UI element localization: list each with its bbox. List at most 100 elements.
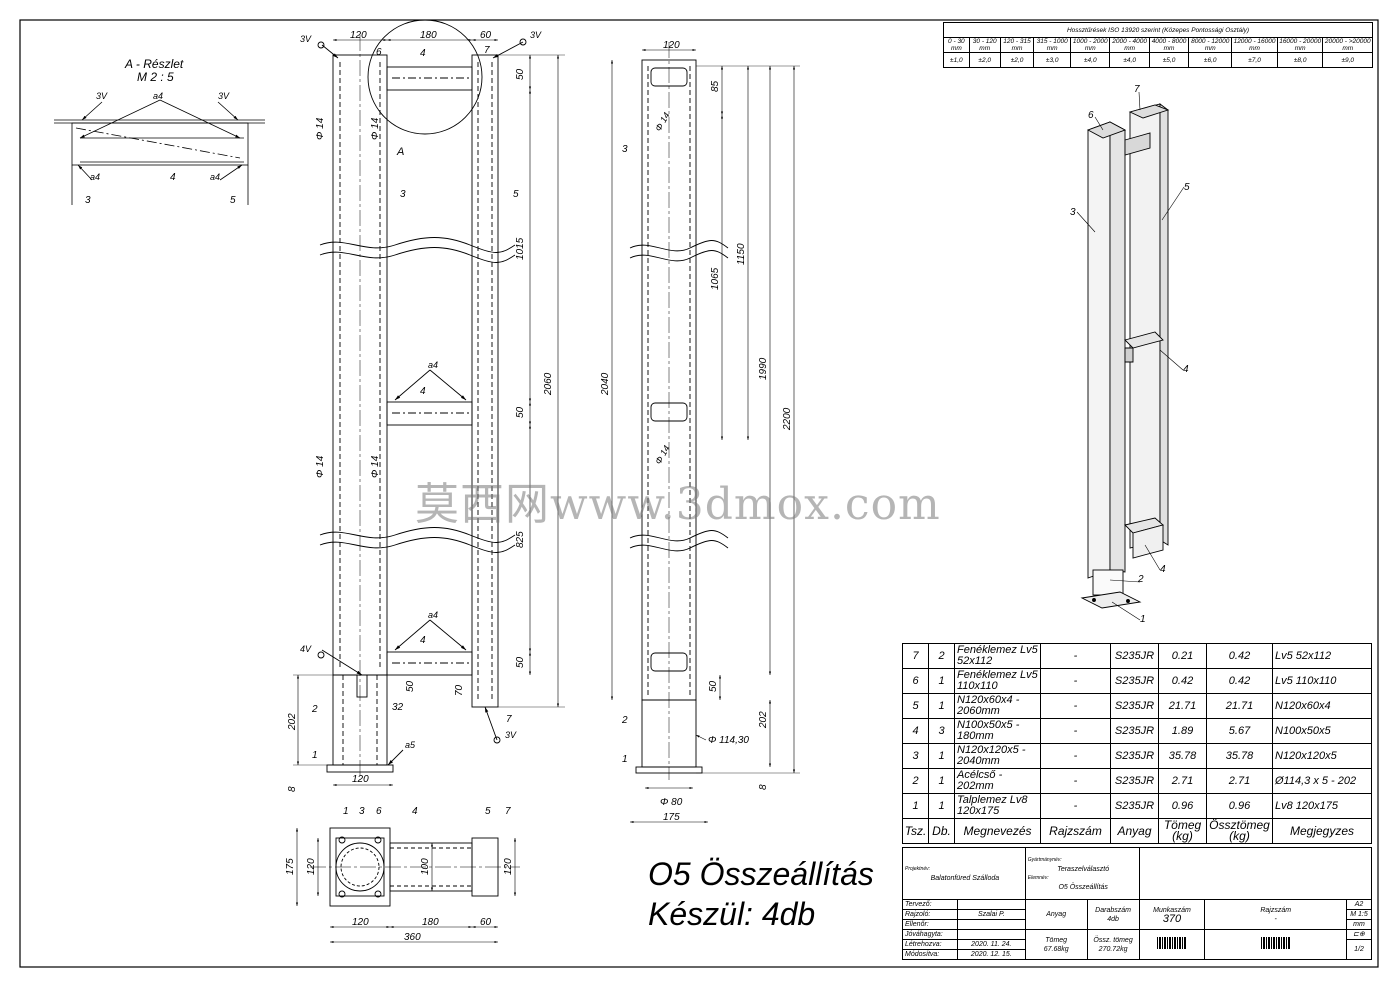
tb-qty-label: Darabszám [1095,906,1131,914]
tb-blank [1138,847,1373,900]
front-hole-right-2: Φ 14 [370,455,381,478]
iso-part-4a: 4 [1183,364,1189,375]
side-dim-80: Φ 80 [660,797,683,808]
detail-part-3: 3 [85,195,91,206]
bom-cell: N120x60x4 [1272,693,1372,719]
tb-approved-label: Jóváhagyta: [902,929,958,940]
tb-project: Balatonfüred Szálloda [930,874,1000,882]
tb-approved [956,929,1026,940]
bom-cell: 0.96 [1206,793,1273,819]
top-part-7: 7 [505,806,511,817]
assembly-caption: O5 Összeállítás [648,856,874,892]
tb-sheet: 1/2 [1346,939,1372,960]
bom-cell: 5 [902,693,929,719]
front-dim-50c: 50 [515,656,526,668]
detail-part-4: 4 [170,172,176,183]
tb-modified-label: Módosítva: [902,949,958,960]
bom-header-cell: Db. [928,818,955,844]
top-part-6: 6 [376,806,382,817]
bom-cell: 0.42 [1206,668,1273,694]
tb-total-weight-label: Össz. tömeg [1093,936,1133,944]
tol-range: 315 - 1000 mm [1033,37,1072,53]
tb-weight-label: Tömeg [1045,936,1068,944]
tol-range: 0 - 30 mm [943,37,970,53]
bom-cell: S235JR [1110,668,1159,694]
front-dim-50a: 50 [515,68,526,80]
detail-weld-right: 3V [218,91,230,101]
side-part-1: 1 [622,754,628,765]
iso-part-1: 1 [1140,614,1146,625]
bom-cell: 35.78 [1206,743,1273,769]
tb-qty: 4db [1107,915,1119,923]
bom-cell: - [1040,718,1111,744]
tb-barcode-1 [1138,929,1206,960]
front-part-4a: 4 [420,48,426,59]
iso-part-3: 3 [1070,207,1076,218]
tol-value: ±9,0 [1322,52,1373,68]
quantity-caption: Készül: 4db [648,896,816,932]
bom-cell: 1 [902,793,929,819]
watermark: 莫西网www.3dmox.com [415,479,941,530]
side-dim-120: 120 [663,40,680,51]
tb-drawer-label: Rajzoló: [902,909,958,920]
top-dim-100: 100 [420,858,431,875]
front-part-6: 6 [376,47,382,58]
front-part-5: 5 [513,189,519,200]
front-dim-2060: 2060 [543,372,554,396]
front-hole-right: Φ 14 [370,117,381,140]
tb-element-label: Elemnév: [1027,874,1049,881]
tol-range: 2000 - 4000 mm [1109,37,1150,53]
title-block: Projektnév:Balatonfüred Szálloda Gyártmá… [902,847,1373,960]
isometric-leaders [1076,91,1185,621]
bom-cell: 2 [902,768,929,794]
tol-value: ±3,0 [1033,52,1072,68]
bom-cell: Lv5 52x112 [1272,643,1372,669]
bom-cell: Ø114,3 x 5 - 202 [1272,768,1372,794]
front-part-4c: 4 [420,635,426,646]
bom-cell: 1 [928,793,955,819]
tolerance-values: ±1,0 ±2,0 ±2,0 ±3,0 ±4,0 ±4,0 ±5,0 ±6,0 … [943,52,1373,68]
tb-unit: mm [1346,919,1372,930]
front-weld-3v-a: 3V [300,34,312,44]
front-hole-left: Φ 14 [315,117,326,140]
bom-cell: 4 [902,718,929,744]
bom-cell: 6 [902,668,929,694]
top-dim-175: 175 [285,858,296,875]
bom-cell: 0.42 [1158,668,1207,694]
bom-cell: Acélcső - 202mm [954,768,1041,794]
tol-value: ±2,0 [999,52,1035,68]
side-dim-8: 8 [758,784,769,790]
side-part-3: 3 [622,144,628,155]
bom-cell: 35.78 [1158,743,1207,769]
side-dim-175: 175 [663,812,680,823]
front-part-2: 2 [311,704,318,715]
tol-range: 30 - 120 mm [968,37,1001,53]
bom-cell: - [1040,668,1111,694]
front-weld-4v: 4V [300,644,312,654]
tb-checker-label: Ellenőr: [902,919,958,930]
tb-drawer: Szalai P. [956,909,1026,920]
bom-cell: Fenéklemez Lv5 110x110 [954,668,1041,694]
bom-header-cell: Anyag [1110,818,1159,844]
side-dim-1065: 1065 [710,267,721,290]
front-dim-70: 70 [454,684,465,696]
bom-cell: - [1040,743,1111,769]
isometric-view [1080,103,1170,609]
bom-header-cell: Rajzszám [1040,818,1111,844]
bom-cell: S235JR [1110,793,1159,819]
bom-cell: S235JR [1110,768,1159,794]
iso-part-2: 2 [1137,574,1144,585]
bom-cell: 0.21 [1158,643,1207,669]
front-weld-3v-c: 3V [505,730,517,740]
bom-header-cell: Össztömeg (kg) [1206,818,1273,844]
tb-weight: 67.68kg [1043,945,1069,953]
bom-cell: - [1040,693,1111,719]
front-part-4b: 4 [420,386,426,397]
sheet-border [19,19,1379,968]
front-part-7b: 7 [506,714,512,725]
